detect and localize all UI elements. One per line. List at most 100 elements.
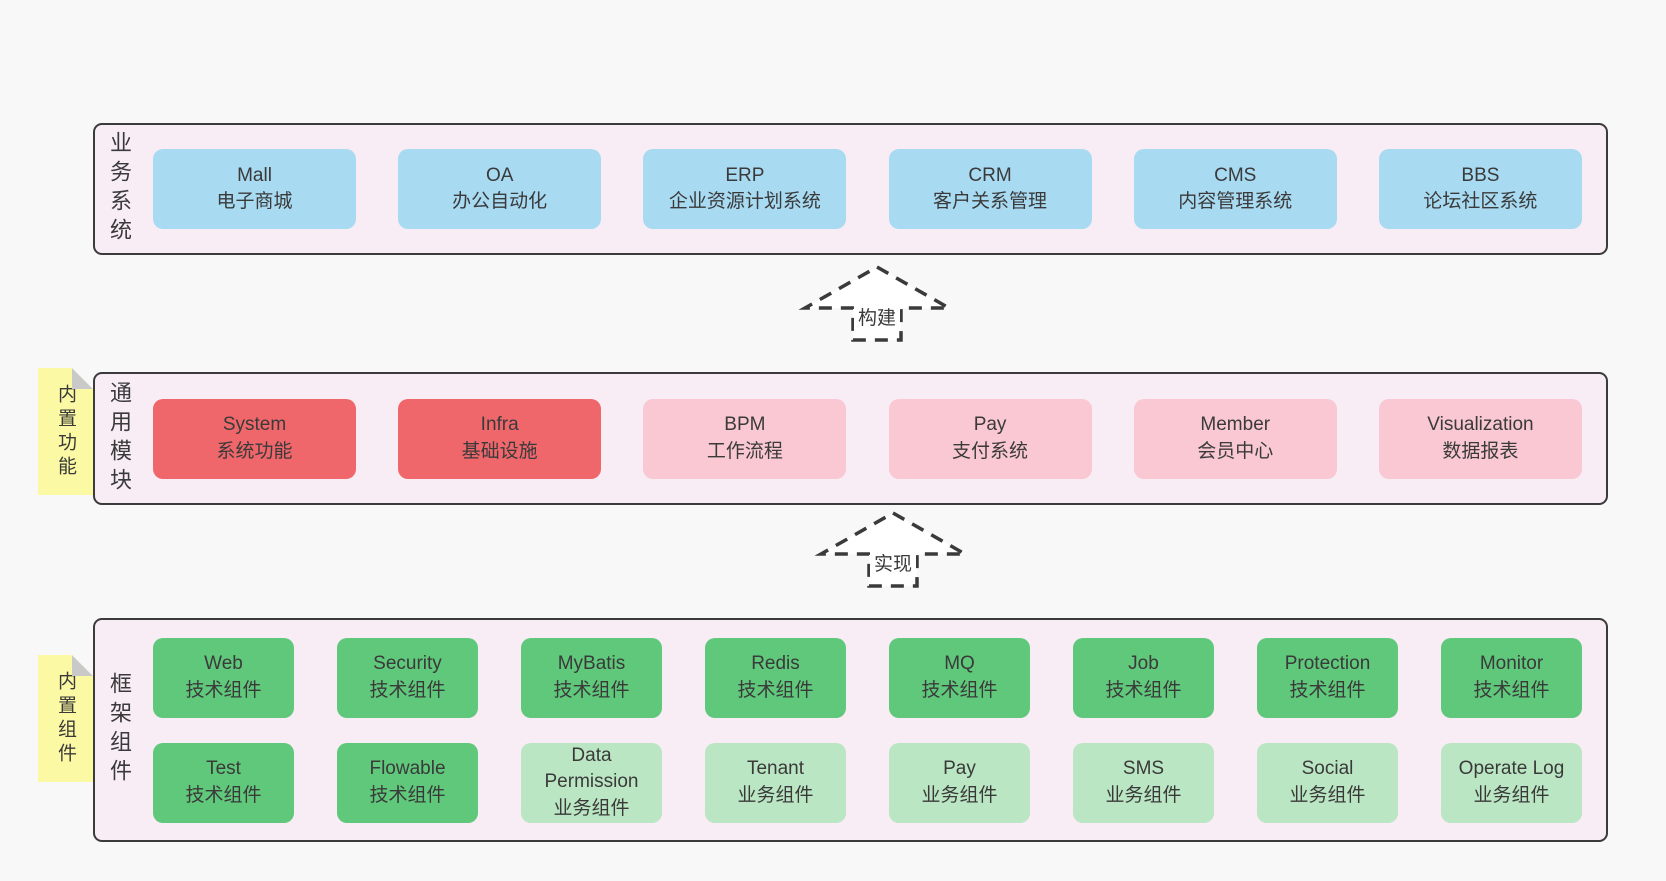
box-title: Test <box>206 758 241 780</box>
box-subtitle: 工作流程 <box>706 440 783 462</box>
framework-components-row-1: Web 技术组件 Security 技术组件 MyBatis 技术组件 Redi… <box>153 637 1582 718</box>
box-subtitle: 技术组件 <box>737 679 814 701</box>
box-subtitle: 电子商城 <box>216 191 293 212</box>
box-title: Protection <box>1284 653 1371 675</box>
box-title: Infra <box>480 414 519 436</box>
box-subtitle: 业务组件 <box>737 784 814 806</box>
box-subtitle: 技术组件 <box>1289 679 1366 701</box>
sticky-label: 内置功能 <box>55 383 76 480</box>
box-title: CMS <box>1214 164 1257 186</box>
box-subtitle: 技术组件 <box>185 679 262 701</box>
arrow-label: 实现 <box>869 548 917 577</box>
section-common-modules: 通用模块 System 系统功能 Infra 基础设施 BPM 工作流程 Pay… <box>93 372 1608 505</box>
sticky-note-builtin-features: 内置功能 <box>38 368 93 495</box>
box-subtitle: 技术组件 <box>1105 679 1182 701</box>
box-title: Visualization <box>1427 414 1534 436</box>
arrow-build: 构建 <box>797 264 957 342</box>
box-subtitle: 企业资源计划系统 <box>668 191 821 212</box>
box-subtitle: 业务组件 <box>553 797 630 819</box>
box-subtitle: 业务组件 <box>1105 784 1182 806</box>
section-framework-components: 框架组件 Web 技术组件 Security 技术组件 MyBatis 技术组件… <box>93 618 1608 842</box>
box-subtitle: 技术组件 <box>369 784 446 806</box>
box-title: Tenant <box>746 758 805 780</box>
arrow-label: 构建 <box>853 302 901 331</box>
box-title: Redis <box>751 653 800 675</box>
box-subtitle: 技术组件 <box>1473 679 1550 701</box>
box-test: Test 技术组件 <box>153 742 294 823</box>
section-label-text: 业务系统 <box>107 131 132 247</box>
box-subtitle: 业务组件 <box>921 784 998 806</box>
box-subtitle: 技术组件 <box>185 784 262 806</box>
section-label-common-modules: 通用模块 <box>95 374 143 503</box>
box-job: Job 技术组件 <box>1073 637 1214 718</box>
box-pay-system: Pay 支付系统 <box>888 398 1092 479</box>
box-oa: OA 办公自动化 <box>398 149 602 229</box>
box-title: BBS <box>1461 164 1500 186</box>
box-title: OA <box>485 164 514 186</box>
box-title: CRM <box>968 164 1012 186</box>
box-sms: SMS 业务组件 <box>1073 742 1214 823</box>
box-title: System <box>222 414 287 436</box>
box-title: ERP <box>725 164 765 186</box>
box-subtitle: 技术组件 <box>921 679 998 701</box>
box-title: Data Permission <box>544 745 639 793</box>
box-title: Job <box>1128 653 1159 675</box>
business-systems-row: Mall 电子商城 OA 办公自动化 ERP 企业资源计划系统 CRM 客户关系… <box>143 125 1606 253</box>
box-monitor: Monitor 技术组件 <box>1441 637 1582 718</box>
box-subtitle: 客户关系管理 <box>933 191 1048 212</box>
box-subtitle: 内容管理系统 <box>1178 191 1293 212</box>
section-business-systems: 业务系统 Mall 电子商城 OA 办公自动化 ERP 企业资源计划系统 CRM… <box>93 123 1608 255</box>
sticky-note-builtin-components: 内置组件 <box>38 655 93 782</box>
box-title: Monitor <box>1479 653 1544 675</box>
box-title: Flowable <box>369 758 446 780</box>
box-operate-log: Operate Log 业务组件 <box>1441 742 1582 823</box>
box-subtitle: 业务组件 <box>1473 784 1550 806</box>
box-subtitle: 基础设施 <box>461 440 538 462</box>
box-title: Pay <box>943 758 976 780</box>
box-cms: CMS 内容管理系统 <box>1133 149 1337 229</box>
box-subtitle: 技术组件 <box>369 679 446 701</box>
box-data-permission: Data Permission 业务组件 <box>521 742 662 823</box>
box-mall: Mall 电子商城 <box>153 149 356 229</box>
box-infra: Infra 基础设施 <box>398 398 602 479</box>
common-modules-row: System 系统功能 Infra 基础设施 BPM 工作流程 Pay 支付系统… <box>143 374 1606 503</box>
box-subtitle: 办公自动化 <box>452 191 548 212</box>
box-subtitle: 数据报表 <box>1442 440 1519 462</box>
box-mybatis: MyBatis 技术组件 <box>521 637 662 718</box>
box-web: Web 技术组件 <box>153 637 294 718</box>
section-label-text: 框架组件 <box>107 672 132 788</box>
arrow-implement: 实现 <box>813 510 973 588</box>
box-title: Pay <box>973 414 1007 436</box>
box-security: Security 技术组件 <box>337 637 478 718</box>
box-title: Web <box>204 653 243 675</box>
box-title: SMS <box>1122 758 1165 780</box>
box-title: BPM <box>724 414 766 436</box>
framework-components-row-2: Test 技术组件 Flowable 技术组件 Data Permission … <box>153 742 1582 823</box>
section-label-framework-components: 框架组件 <box>95 620 143 840</box>
box-subtitle: 论坛社区系统 <box>1423 191 1538 212</box>
box-title: Mall <box>237 164 272 186</box>
box-bbs: BBS 论坛社区系统 <box>1378 149 1582 229</box>
box-title: MyBatis <box>557 653 626 675</box>
box-social: Social 业务组件 <box>1257 742 1398 823</box>
box-subtitle: 技术组件 <box>553 679 630 701</box>
box-subtitle: 业务组件 <box>1289 784 1366 806</box>
box-subtitle: 会员中心 <box>1197 440 1274 462</box>
box-title: Social <box>1301 758 1354 780</box>
folded-corner-icon <box>72 368 93 389</box>
framework-components-rows: Web 技术组件 Security 技术组件 MyBatis 技术组件 Redi… <box>143 620 1606 840</box>
box-flowable: Flowable 技术组件 <box>337 742 478 823</box>
box-title: Member <box>1200 414 1271 436</box>
box-visualization: Visualization 数据报表 <box>1378 398 1582 479</box>
box-title: MQ <box>944 653 975 675</box>
box-tenant: Tenant 业务组件 <box>705 742 846 823</box>
section-label-business-systems: 业务系统 <box>95 125 143 253</box>
box-member: Member 会员中心 <box>1133 398 1337 479</box>
box-crm: CRM 客户关系管理 <box>888 149 1092 229</box>
box-bpm: BPM 工作流程 <box>643 398 847 479</box>
box-protection: Protection 技术组件 <box>1257 637 1398 718</box>
folded-corner-icon <box>72 655 93 676</box>
box-erp: ERP 企业资源计划系统 <box>643 149 847 229</box>
sticky-label: 内置组件 <box>55 670 76 767</box>
